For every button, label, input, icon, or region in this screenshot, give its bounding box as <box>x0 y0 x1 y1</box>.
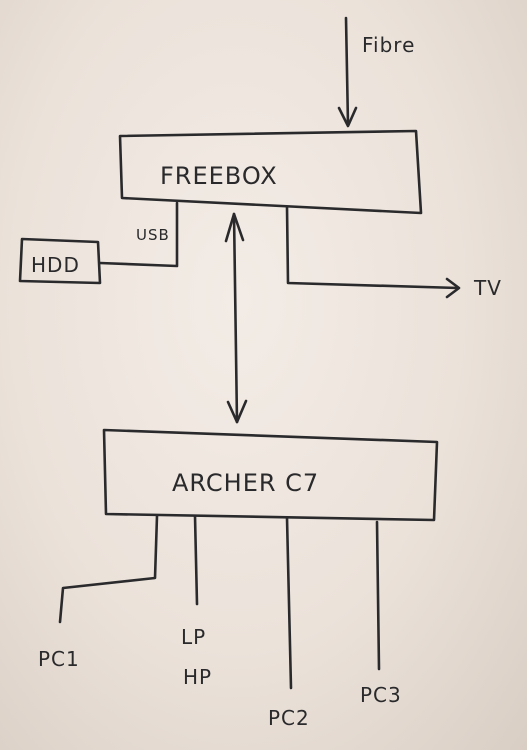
fibre-connection <box>337 16 358 128</box>
lp-label: LP <box>181 625 206 649</box>
fibre-label: Fibre <box>362 33 415 57</box>
hdd-label: HDD <box>31 253 80 277</box>
pc3-connection <box>375 520 381 671</box>
hdd-box <box>18 237 102 285</box>
freebox-box <box>118 129 423 215</box>
archer-c7-box <box>102 428 439 522</box>
lp-hp-connection <box>193 514 199 606</box>
tv-label: TV <box>473 276 502 300</box>
pc3-label: PC3 <box>360 683 402 707</box>
tv-connection <box>285 205 461 299</box>
pc1-label: PC1 <box>38 647 80 671</box>
pc2-connection <box>285 516 293 690</box>
usb-connection <box>98 201 179 268</box>
usb-label: USB <box>136 226 170 244</box>
archer-c7-label: ARCHER C7 <box>172 469 319 497</box>
pc2-label: PC2 <box>268 706 310 730</box>
hp-label: HP <box>183 665 212 689</box>
freebox-label: FREEBOX <box>160 162 278 190</box>
pc1-connection <box>58 514 159 624</box>
freebox-archer-link <box>224 212 248 424</box>
